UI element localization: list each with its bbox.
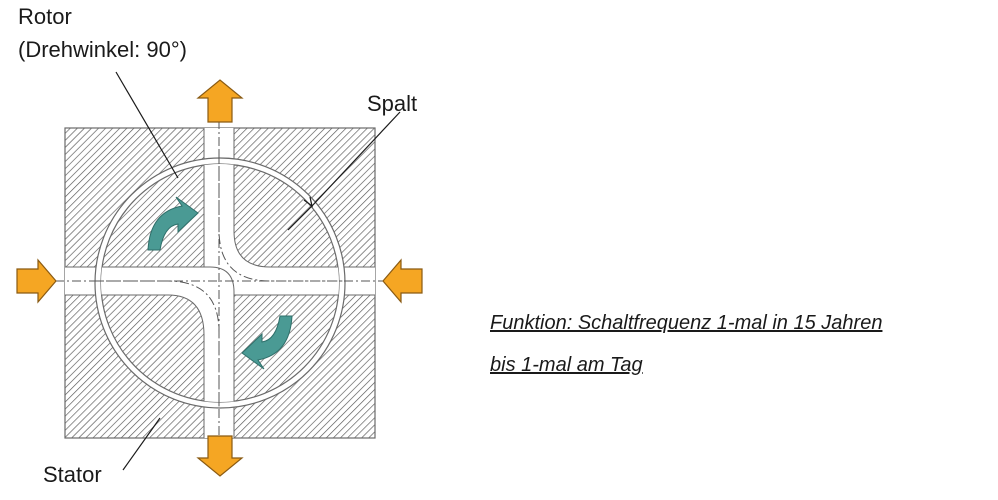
function-text-line-1: Funktion: Schaltfrequenz 1-mal in 15 Jah… bbox=[490, 312, 883, 334]
arrow-right-icon bbox=[16, 258, 57, 304]
rotor-angle-label: (Drehwinkel: 90°) bbox=[18, 37, 187, 62]
arrow-up-icon bbox=[196, 79, 244, 123]
rotor-label: Rotor bbox=[18, 4, 72, 29]
rotation-arrow-icon bbox=[241, 315, 293, 370]
gap-label: Spalt bbox=[367, 91, 418, 116]
arrow-down-icon bbox=[196, 435, 244, 477]
function-text-line-2: bis 1-mal am Tag bbox=[490, 354, 643, 376]
flow-arrows bbox=[16, 79, 423, 477]
rotation-arrow-icon bbox=[147, 196, 199, 251]
arrow-left-icon bbox=[382, 258, 423, 304]
leader-lines bbox=[115, 71, 401, 471]
centerlines bbox=[55, 120, 385, 447]
stator-label: Stator bbox=[43, 462, 102, 487]
rotation-arrows bbox=[147, 196, 293, 370]
rotor-channel-lower bbox=[101, 266, 235, 402]
